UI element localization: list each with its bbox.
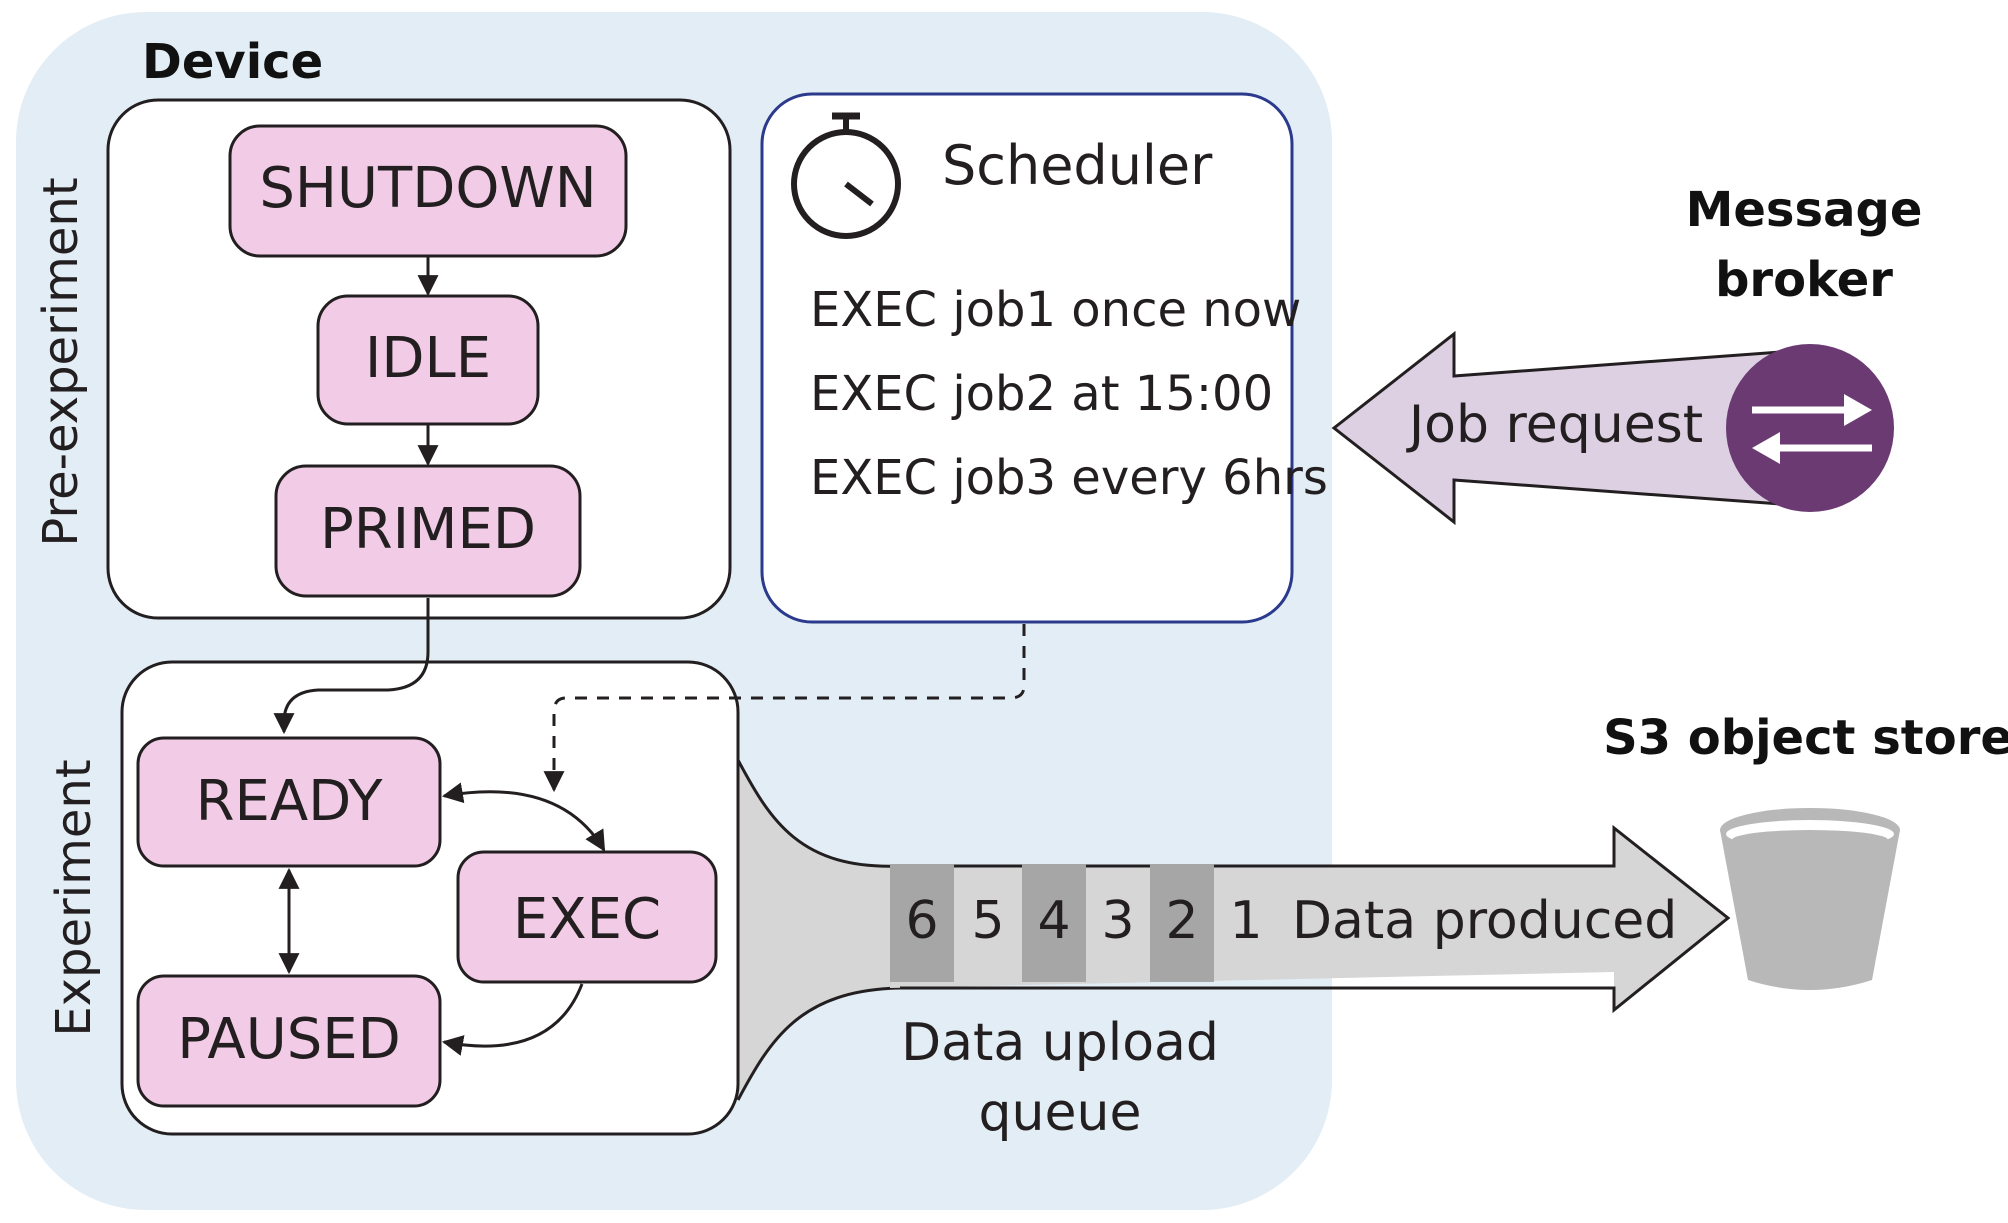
arrow-exec-to-paused xyxy=(441,983,584,1056)
queue-item-3: 3 xyxy=(1101,891,1134,951)
data-funnel xyxy=(738,760,900,1100)
state-ready-label: READY xyxy=(196,769,384,834)
queue-slot-2-bg xyxy=(1150,864,1214,982)
arrow-primed-to-ready xyxy=(273,598,430,735)
queue-slot-4-bg xyxy=(1022,864,1086,982)
queue-item-1: 1 xyxy=(1229,891,1262,951)
data-upload-caption-2: queue xyxy=(979,1083,1142,1143)
state-idle-label: IDLE xyxy=(365,326,491,391)
scheduler-title: Scheduler xyxy=(942,134,1213,197)
bucket-icon xyxy=(1720,808,1900,990)
stopwatch-icon xyxy=(791,112,901,239)
scheduler-job-1: EXEC job1 once now xyxy=(810,282,1301,338)
message-broker-title-2: broker xyxy=(1715,252,1893,308)
state-idle: IDLE xyxy=(316,294,540,426)
state-exec: EXEC xyxy=(456,850,718,984)
message-broker-title-1: Message xyxy=(1686,182,1923,238)
scheduler-box xyxy=(760,92,1294,624)
message-broker-icon xyxy=(1726,344,1894,512)
queue-item-6: 6 xyxy=(905,891,938,951)
device-title: Device xyxy=(142,34,323,90)
state-shutdown-label: SHUTDOWN xyxy=(259,156,596,221)
arrow-ready-exec xyxy=(441,782,606,852)
state-primed: PRIMED xyxy=(274,464,582,598)
state-exec-label: EXEC xyxy=(513,887,661,952)
state-paused: PAUSED xyxy=(136,974,442,1108)
scheduler-job-3: EXEC job3 every 6hrs xyxy=(810,450,1328,506)
data-produced-label: Data produced xyxy=(1292,891,1677,951)
data-produced-arrow xyxy=(890,828,1728,1010)
pre-experiment-label: Pre-experiment xyxy=(33,177,89,546)
queue-slot-6-bg xyxy=(890,864,954,982)
arrow-scheduler-to-exec xyxy=(543,624,1026,793)
experiment-label: Experiment xyxy=(46,759,102,1036)
object-store-title: S3 object store xyxy=(1603,710,2008,766)
job-request-label: Job request xyxy=(1406,395,1703,455)
queue-item-5: 5 xyxy=(971,891,1004,951)
queue-item-2: 2 xyxy=(1165,891,1198,951)
state-paused-label: PAUSED xyxy=(177,1007,401,1072)
state-primed-label: PRIMED xyxy=(320,497,536,562)
scheduler-job-2: EXEC job2 at 15:00 xyxy=(810,366,1273,422)
data-upload-caption-1: Data upload xyxy=(901,1013,1219,1073)
queue-item-4: 4 xyxy=(1037,891,1070,951)
state-ready: READY xyxy=(136,736,442,868)
state-shutdown: SHUTDOWN xyxy=(228,124,628,258)
